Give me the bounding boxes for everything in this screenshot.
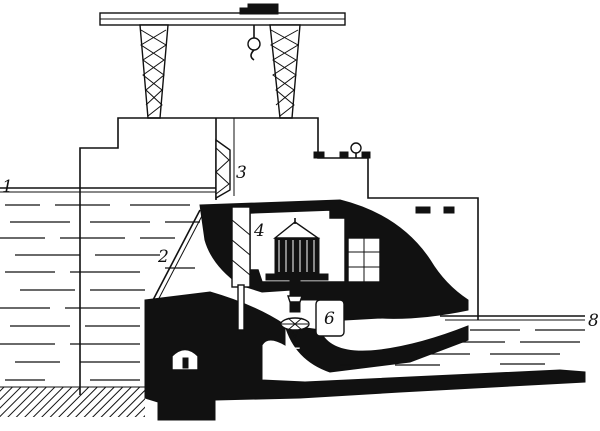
- label-3: 3: [236, 163, 247, 183]
- gantry-crane: [99, 3, 346, 119]
- turbine: [280, 279, 310, 340]
- trash-rack: [151, 209, 205, 305]
- label-1: 1: [2, 177, 13, 197]
- callout-labels: 1 2 3 4 5 6 7 8: [2, 163, 599, 365]
- tailwater: [340, 315, 585, 366]
- crane-right-leg: [269, 24, 301, 119]
- bedrock-hatching: [0, 387, 145, 417]
- label-2: 2: [157, 247, 169, 267]
- label-5: 5: [290, 345, 301, 365]
- crane-left-leg: [139, 24, 169, 119]
- label-8: 8: [588, 311, 599, 331]
- upstream-gate: [215, 138, 231, 200]
- label-4: 4: [253, 221, 265, 241]
- headwater: [0, 187, 216, 381]
- concrete-substructure: [144, 199, 586, 421]
- label-6: 6: [324, 309, 335, 329]
- generator: [265, 218, 329, 281]
- servo-housing: [315, 299, 345, 337]
- window-grid: [347, 237, 381, 283]
- label-7: 7: [413, 343, 424, 363]
- crane-hook: [247, 25, 261, 61]
- control-wheel: [350, 142, 362, 158]
